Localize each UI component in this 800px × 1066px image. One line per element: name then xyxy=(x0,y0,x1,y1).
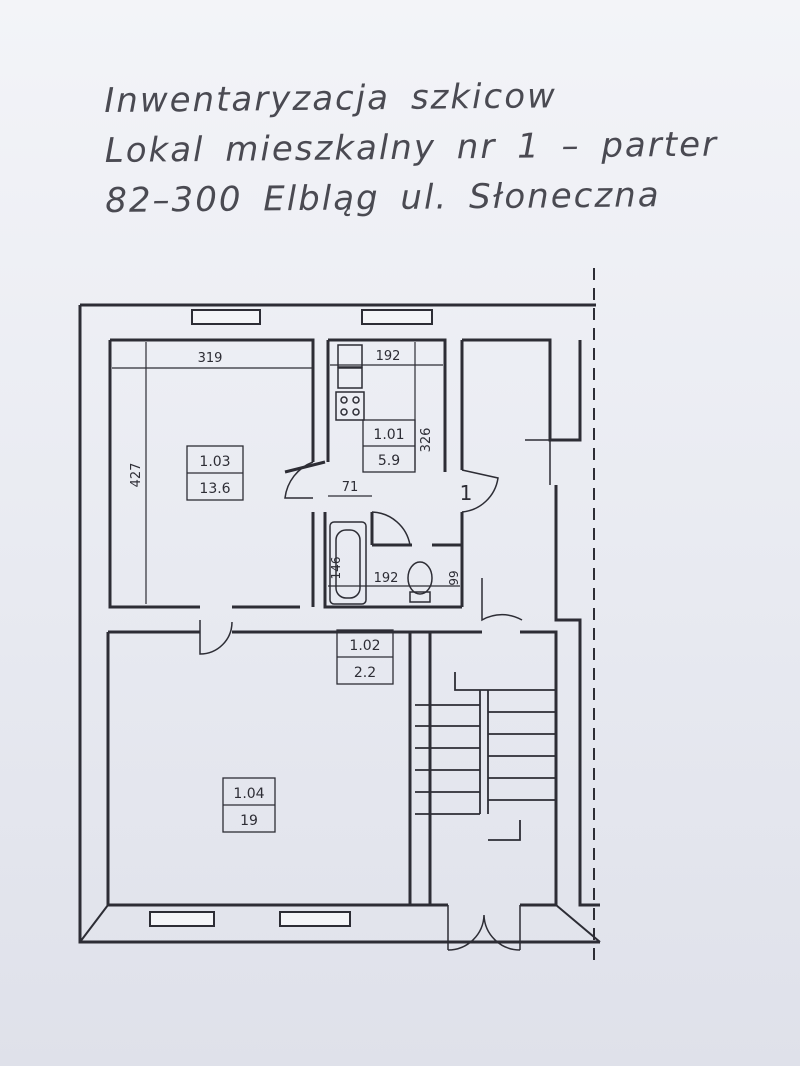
window-104-right xyxy=(279,911,351,927)
dim-326: 326 xyxy=(419,428,434,453)
dim-146: 146 xyxy=(329,557,343,580)
dim-192-top: 192 xyxy=(376,349,401,364)
stair-label: 1 xyxy=(460,481,473,505)
door-103-icon xyxy=(284,461,314,499)
wall-thickness xyxy=(79,632,601,943)
window-101 xyxy=(361,309,433,325)
dim-192-bath: 192 xyxy=(374,571,399,586)
staircase-walls xyxy=(410,630,558,907)
door-side-icon xyxy=(525,439,551,485)
dim-71: 71 xyxy=(342,480,359,495)
door-stair-icon xyxy=(481,578,523,622)
bathroom-walls xyxy=(323,512,462,609)
room-101-walls xyxy=(284,338,447,474)
toilet-icon xyxy=(407,561,433,595)
outer-wall xyxy=(78,303,600,944)
room-103-walls xyxy=(108,338,315,609)
cabinet-icon xyxy=(337,367,363,389)
door-bath-icon xyxy=(371,511,411,546)
room-104-area: 19 xyxy=(240,813,258,829)
window-104-left xyxy=(149,911,215,927)
stairwell-outer-walls xyxy=(554,485,600,907)
dim-99: 99 xyxy=(447,570,461,585)
room-103-area: 13.6 xyxy=(199,481,230,497)
room-102-id: 1.02 xyxy=(349,638,380,654)
room-101-id: 1.01 xyxy=(373,427,404,443)
door-104-icon xyxy=(199,620,233,655)
sink-icon xyxy=(337,344,363,368)
door-double-icon xyxy=(447,905,521,951)
room-102-area: 2.2 xyxy=(354,665,376,681)
room-101-area: 5.9 xyxy=(378,453,400,469)
staircase-icon xyxy=(415,672,555,841)
dim-427: 427 xyxy=(129,463,144,488)
door-entrance-icon xyxy=(461,469,499,513)
room-104-id: 1.04 xyxy=(233,786,264,802)
bathtub-icon xyxy=(329,521,367,605)
stove-icon xyxy=(335,391,365,421)
window-103 xyxy=(191,309,261,325)
dim-319: 319 xyxy=(198,351,223,366)
room-103-id: 1.03 xyxy=(199,454,230,470)
